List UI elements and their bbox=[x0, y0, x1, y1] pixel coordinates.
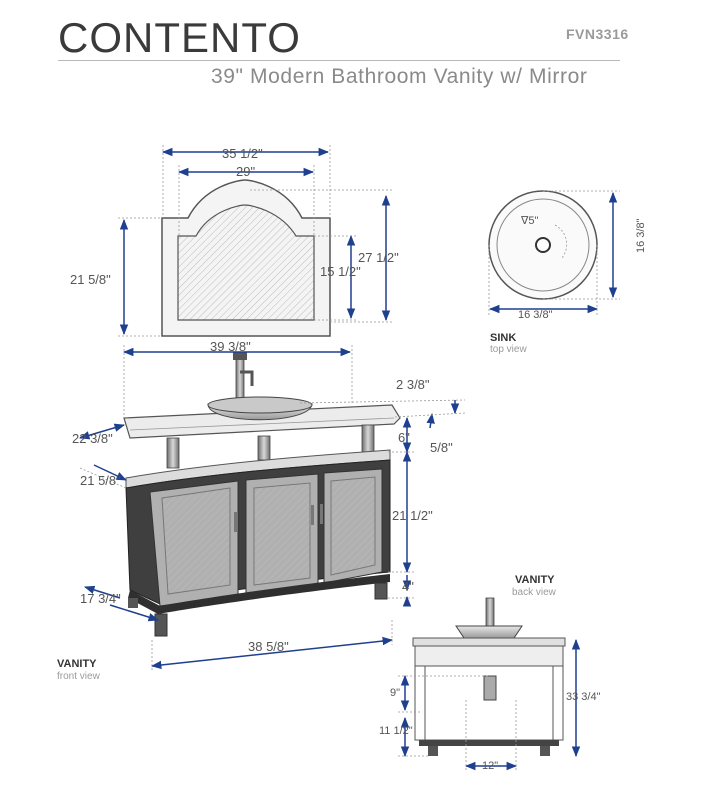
vanity-front-drawing bbox=[123, 352, 401, 637]
header-divider bbox=[58, 60, 620, 61]
mirror-inner-height-label: 15 1/2" bbox=[320, 264, 361, 279]
vanity-front-extension-lines bbox=[79, 345, 466, 672]
glass-thickness-label: 5/8" bbox=[430, 440, 453, 455]
sink-extension-lines bbox=[488, 190, 620, 316]
model-number: FVN3316 bbox=[566, 26, 629, 42]
mirror-side-height-label: 21 5/8" bbox=[70, 272, 111, 287]
sink-view-subtitle: top view bbox=[490, 344, 527, 355]
back-drain-height-label: 9" bbox=[390, 687, 400, 699]
upper-gap-label: 6" bbox=[398, 430, 410, 445]
back-lower-height-label: 11 1/2" bbox=[379, 725, 413, 737]
base-depth-label: 17 3/4" bbox=[80, 591, 121, 606]
mirror-dimensions bbox=[119, 147, 391, 336]
faucet-height-label: 2 3/8" bbox=[396, 377, 430, 392]
vanity-top-width-label: 39 3/8" bbox=[210, 339, 251, 354]
vanity-back-drawing bbox=[412, 597, 566, 756]
sink-drain-label: ∇5" bbox=[520, 215, 538, 227]
vanity-back-view-subtitle: back view bbox=[512, 587, 557, 598]
sink-height-label: 16 3/8" bbox=[635, 218, 647, 253]
product-subtitle: 39" Modern Bathroom Vanity w/ Mirror bbox=[211, 65, 588, 88]
base-width-label: 38 5/8" bbox=[248, 639, 289, 654]
brand-name: CONTENTO bbox=[58, 14, 301, 61]
mirror-drawing bbox=[161, 179, 331, 337]
body-depth-label: 21 5/8" bbox=[80, 473, 121, 488]
vanity-back-view-title: VANITY bbox=[515, 574, 555, 586]
sink-width-label: 16 3/8" bbox=[518, 309, 553, 321]
top-depth-label: 22 3/8" bbox=[72, 431, 113, 446]
leg-height-label: 4" bbox=[402, 579, 414, 594]
vanity-front-dimensions bbox=[78, 347, 460, 670]
back-total-height-label: 33 3/4" bbox=[566, 691, 601, 703]
cabinet-height-label: 21 1/2" bbox=[392, 508, 433, 523]
vanity-back-dimensions bbox=[400, 638, 581, 771]
back-drain-width-label: 12" bbox=[482, 760, 498, 772]
vanity-front-view-title: VANITY bbox=[57, 658, 97, 670]
mirror-outer-width-label: 35 1/2" bbox=[222, 146, 263, 161]
sink-view-title: SINK bbox=[490, 332, 516, 344]
sink-dimensions bbox=[488, 191, 618, 314]
mirror-total-height-label: 27 1/2" bbox=[358, 250, 399, 265]
mirror-inner-width-label: 29" bbox=[236, 164, 255, 179]
vanity-back-extension-lines bbox=[398, 675, 517, 772]
sink-top-view bbox=[488, 190, 598, 300]
mirror-extension-lines bbox=[118, 145, 392, 337]
vanity-front-view-subtitle: front view bbox=[57, 671, 101, 682]
